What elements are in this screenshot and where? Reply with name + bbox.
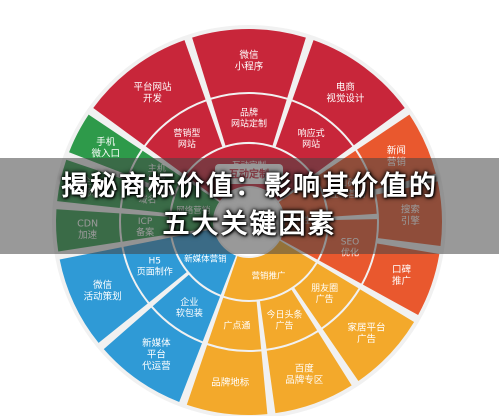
amber-inner-label: 朋友圈广告 xyxy=(311,282,338,305)
red-inner-label: 品牌网站定制 xyxy=(231,107,267,130)
orange-outer-label: 口碑推广 xyxy=(392,264,412,288)
amber-outer-cell xyxy=(186,345,268,415)
red-outer-label: 微信小程序 xyxy=(235,49,264,73)
amber-inner-label: 今日头条广告 xyxy=(267,308,303,331)
amber-inner-cell xyxy=(294,263,359,328)
red-inner-cell xyxy=(211,94,287,146)
page-title: 揭秘商标价值：影响其价值的 五大关键因素 xyxy=(0,168,499,244)
title-line-2: 五大关键因素 xyxy=(162,209,337,240)
blue-outer-cell xyxy=(103,307,202,402)
amber-outer-label: 家居平台广告 xyxy=(347,321,385,345)
green-outer-label: 手机微入口 xyxy=(91,136,120,160)
blue-outer-cell xyxy=(59,247,148,343)
amber-outer-cell xyxy=(266,332,352,414)
orange-outer-cell xyxy=(362,243,440,315)
amber-hub-wedge xyxy=(223,240,316,300)
amber-outer-label: 品牌地标 xyxy=(211,377,250,389)
amber-outer-cell xyxy=(322,289,415,381)
blue-outer-label: 新媒体平台代运营 xyxy=(142,337,171,372)
amber-inner-cell xyxy=(259,289,318,349)
blue-outer-label: 微信活动策划 xyxy=(84,279,122,303)
hub-label-bottom_right: 营销推广 xyxy=(251,271,285,282)
red-outer-cell xyxy=(93,40,206,146)
amber-inner-label: 广点通 xyxy=(223,319,250,331)
hub-label-bottom_left: 新媒体营销 xyxy=(184,254,227,265)
title-line-1: 揭秘商标价值：影响其价值的 xyxy=(61,171,438,202)
red-outer-label: 电商视觉设计 xyxy=(326,81,365,105)
amber-inner-cell xyxy=(207,297,262,350)
red-outer-cell xyxy=(192,29,306,98)
amber-outer-label: 百度品牌专区 xyxy=(285,362,324,386)
red-outer-label: 平台网站开发 xyxy=(134,81,173,105)
blue-inner-label: 企业软包装 xyxy=(176,296,203,319)
title-banner xyxy=(0,158,499,254)
blue-inner-cell xyxy=(152,274,221,342)
red-inner-cell xyxy=(275,101,353,175)
red-outer-cell xyxy=(292,40,405,146)
red-inner-label: 营销型网站 xyxy=(173,127,200,150)
red-inner-cell xyxy=(145,101,223,175)
red-inner-label: 响应式网站 xyxy=(298,127,325,150)
